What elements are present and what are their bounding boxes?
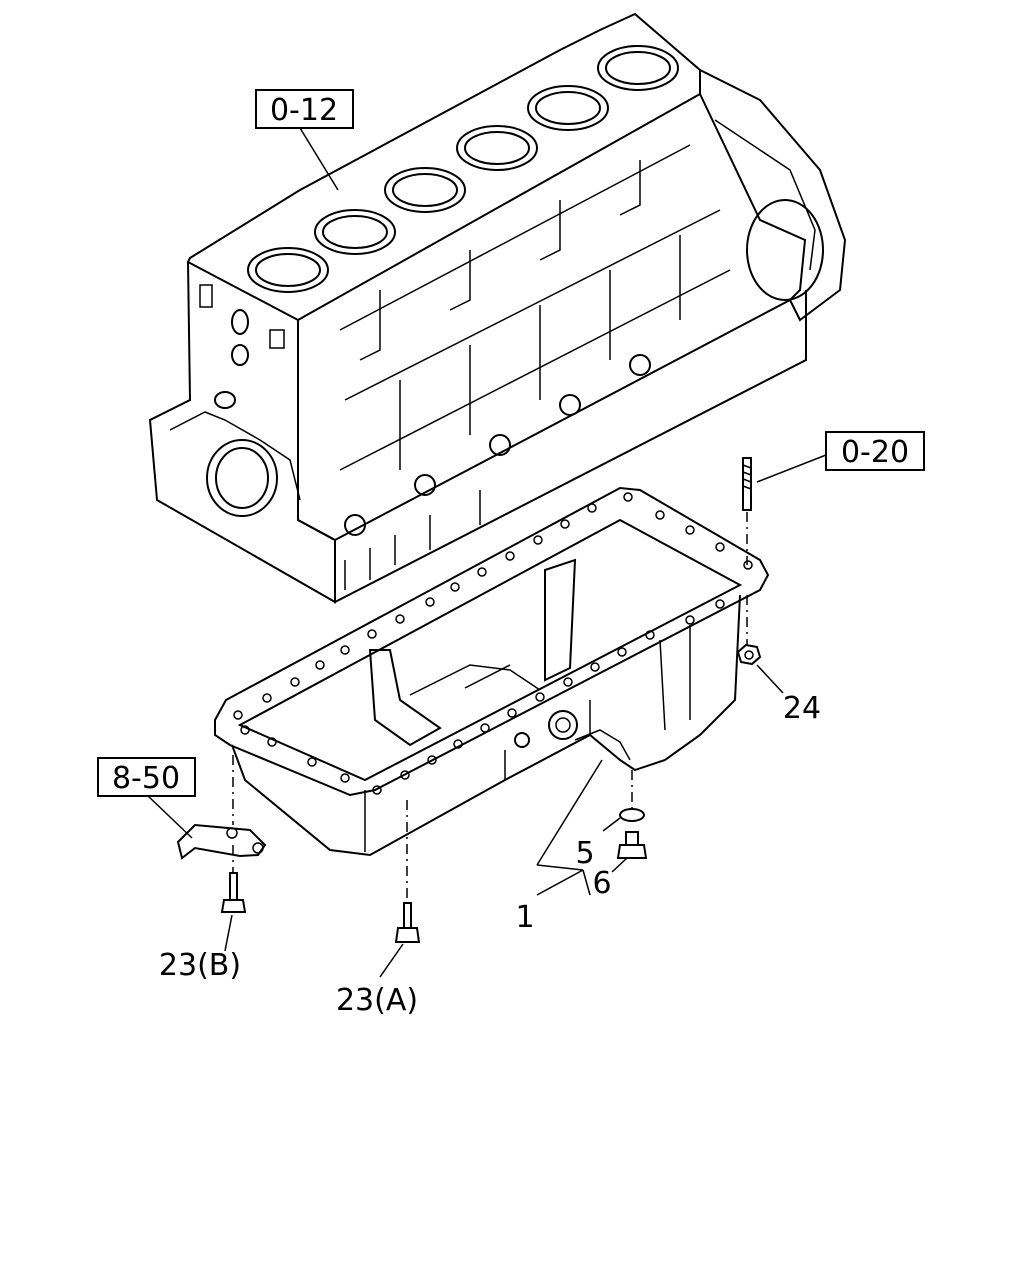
ref-label-bracket: 8-50: [112, 761, 180, 796]
oil-pan-drawing: [214, 486, 770, 857]
callout-bolt-b: 23(B): [159, 948, 241, 983]
callout-drain-plug: 6: [592, 866, 611, 901]
callout-pan: 1: [515, 900, 534, 935]
callout-bolt-a: 23(A): [336, 983, 418, 1018]
bolt-a-drawing: [394, 800, 421, 943]
cylinder-block-drawing: [148, 12, 847, 604]
bracket-drawing: [176, 755, 267, 913]
callouts: 1 5 6 24 23(B) 23(A): [159, 691, 821, 1018]
callout-nut: 24: [783, 691, 821, 726]
callout-gasket: 5: [575, 836, 594, 871]
ref-box-block: 0-12: [255, 89, 354, 129]
ref-label-stud: 0-20: [841, 435, 909, 470]
drain-plug-drawing: [616, 770, 648, 859]
ref-label-block: 0-12: [270, 93, 338, 128]
stud-drawing: [742, 457, 752, 565]
leader-lines: [146, 127, 827, 978]
ref-box-stud: 0-20: [825, 431, 925, 471]
nut-drawing: [736, 595, 762, 666]
ref-box-bracket: 8-50: [97, 757, 196, 797]
